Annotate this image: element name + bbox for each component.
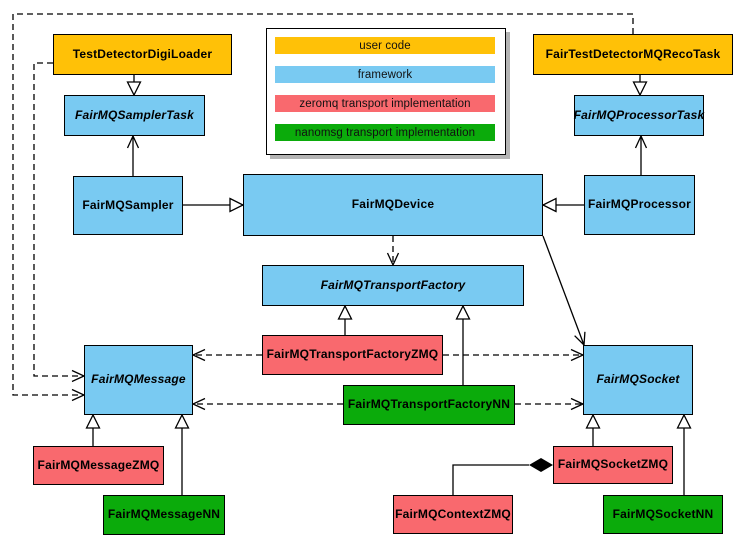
class-fairmqtransportfactorynn: FairMQTransportFactoryNN [343,385,515,425]
class-fairmqtransportfactoryzmq: FairMQTransportFactoryZMQ [262,335,443,375]
legend-item-user-code: user code [275,37,495,54]
class-testdetectordigiloader: TestDetectorDigiLoader [53,34,232,75]
class-fairmqmessage: FairMQMessage [84,345,193,415]
class-fairmqdevice: FairMQDevice [243,174,543,236]
class-fairmqmessagenn: FairMQMessageNN [103,495,225,535]
legend-item-nanomsg: nanomsg transport implementation [275,124,495,141]
legend-label: zeromq transport implementation [299,97,471,110]
class-fairmqsampler: FairMQSampler [73,176,183,235]
class-fairmqsamplertask: FairMQSamplerTask [64,95,205,136]
class-fairmqsocketnn: FairMQSocketNN [603,495,723,534]
legend-label: user code [359,39,411,52]
legend-label: nanomsg transport implementation [294,126,476,139]
class-fairmqsocket: FairMQSocket [583,345,693,415]
class-fairmqmessagezmq: FairMQMessageZMQ [33,446,164,485]
edge-composition-socketzmq-contextzmq [452,464,529,495]
class-fairtestdetectormqrecotask: FairTestDetectorMQRecoTask [533,34,733,75]
legend-label: framework [357,68,413,81]
class-fairmqtransportfactory: FairMQTransportFactory [262,265,524,306]
class-fairmqprocessor: FairMQProcessor [584,175,695,235]
composition-diamond-icon [529,458,553,472]
class-fairmqcontextzmq: FairMQContextZMQ [393,495,513,534]
legend: user code framework zeromq transport imp… [266,28,506,155]
class-fairmqsocketzmq: FairMQSocketZMQ [553,446,673,484]
edge-association-device-socket [542,235,586,347]
legend-item-framework: framework [275,66,495,83]
legend-item-zeromq: zeromq transport implementation [275,95,495,112]
class-fairmqprocessortask: FairMQProcessorTask [574,95,704,136]
